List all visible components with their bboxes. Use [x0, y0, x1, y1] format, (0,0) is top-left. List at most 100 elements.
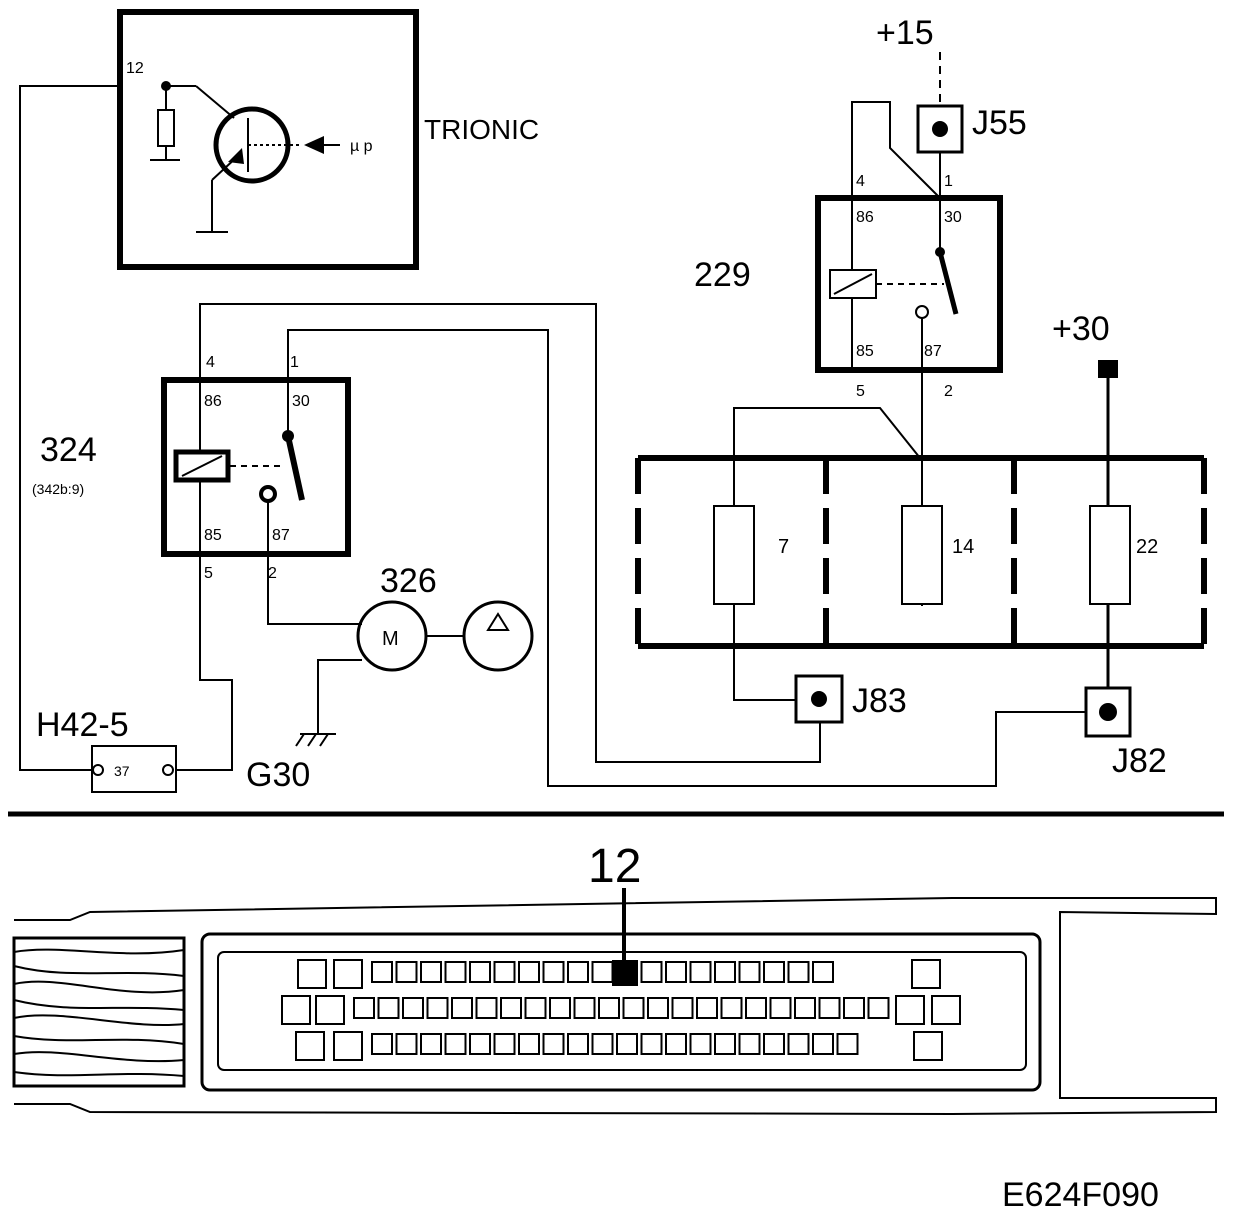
relay-324-pin-87: 87 — [272, 527, 290, 544]
wire-bundle — [12, 936, 186, 1088]
relay-324-contact-87 — [259, 485, 277, 503]
relay-229-wire-4: 4 — [856, 173, 865, 190]
resistor — [157, 109, 175, 147]
connector-pin — [420, 1033, 442, 1055]
connector-pin — [591, 1033, 614, 1055]
connector-pin — [931, 995, 961, 1025]
connector-pin — [524, 997, 547, 1019]
fuse-7-label: 7 — [778, 536, 789, 558]
relay-324-wire-4: 4 — [206, 354, 215, 371]
plus15-label: +15 — [876, 14, 934, 52]
connector-pin — [371, 961, 393, 983]
connector-pin — [281, 995, 311, 1025]
fuse-22 — [1089, 505, 1131, 605]
fuse-14 — [901, 505, 943, 605]
wire-324-87-motor — [267, 500, 362, 625]
connector-pin — [720, 997, 743, 1019]
wire-324-86-j83 — [199, 303, 821, 763]
connector-pin — [787, 961, 810, 983]
connector-pin — [616, 1033, 638, 1055]
connector-pin — [818, 997, 841, 1019]
connector-pin — [297, 959, 327, 989]
connector-pin — [377, 997, 400, 1019]
connector-pin-12 — [612, 960, 638, 986]
fuel-pump-326: M — [295, 600, 534, 747]
connector-pin — [812, 1033, 834, 1055]
relay-229-wire-5: 5 — [856, 383, 865, 400]
connector-pin-grid — [281, 959, 961, 1061]
connector-pin — [895, 995, 925, 1025]
connector-pin — [549, 997, 571, 1019]
connector-pin — [647, 997, 669, 1019]
connector-pin — [567, 1033, 589, 1055]
connector-pin — [640, 961, 663, 983]
j55-label: J55 — [972, 104, 1027, 142]
connector-pin — [333, 1031, 363, 1061]
connector-pin — [745, 997, 767, 1019]
relay-324: 4 1 86 30 85 87 5 2 — [161, 354, 351, 582]
relay-324-pin-85: 85 — [204, 527, 222, 544]
figure-code: E624F090 — [1002, 1176, 1159, 1214]
h42-box — [91, 745, 177, 793]
h42-pin-label: 37 — [114, 763, 130, 779]
wire-324-85-h42 — [176, 480, 233, 771]
connector-pin — [769, 997, 792, 1019]
trionic-label: TRIONIC — [424, 114, 539, 145]
connector-pin — [518, 1033, 540, 1055]
trionic-pin-label: 12 — [126, 60, 144, 77]
trionic-ecu: 12 µ p — [117, 9, 419, 270]
relay-324-label: 324 — [40, 431, 97, 469]
mu-p-label: µ p — [350, 138, 373, 155]
connector-pin — [395, 961, 418, 983]
connector-pin — [689, 961, 712, 983]
connector-pin — [444, 1033, 467, 1055]
connector-pin — [371, 1033, 393, 1055]
ground-g30-label: G30 — [246, 756, 310, 794]
connector-body — [200, 932, 1042, 1092]
relay-229-wire-1: 1 — [944, 173, 953, 190]
ecu-connector — [12, 888, 1217, 1116]
connector-pin — [843, 997, 865, 1019]
pump-326-label: 326 — [380, 562, 437, 600]
wire-229-86 — [851, 101, 939, 270]
connector-h42-5: 37 — [91, 745, 177, 793]
connector-pin — [469, 961, 491, 983]
motor-label: M — [382, 628, 399, 650]
connector-pin — [738, 1033, 761, 1055]
connector-pin — [333, 959, 363, 989]
connector-pin — [444, 961, 467, 983]
relay-229: 4 1 86 30 85 87 5 2 — [815, 173, 1003, 400]
connector-pin — [493, 1033, 516, 1055]
connector-pin — [787, 1033, 810, 1055]
connector-pin — [395, 1033, 418, 1055]
fuse-14-label: 14 — [952, 536, 974, 558]
connector-pin — [836, 1033, 859, 1055]
relay-324-coil — [173, 449, 231, 483]
connector-pin — [622, 997, 645, 1019]
connector-pin — [493, 961, 516, 983]
connector-pin — [420, 961, 442, 983]
pump-symbol — [462, 600, 534, 672]
connector-pin — [475, 997, 498, 1019]
relay-229-wire-2: 2 — [944, 383, 953, 400]
connector-pin — [542, 961, 565, 983]
relay-324-ref: (342b:9) — [32, 481, 84, 497]
connector-outline — [14, 897, 1217, 1116]
connector-pin — [812, 961, 834, 983]
connector-pin — [591, 961, 614, 983]
connector-pin — [402, 997, 424, 1019]
connector-pin — [573, 997, 596, 1019]
connector-pin — [640, 1033, 663, 1055]
connector-pin — [714, 1033, 736, 1055]
relay-229-label: 229 — [694, 256, 751, 294]
relay-324-pin-86: 86 — [204, 393, 222, 410]
connector-pin — [295, 1031, 325, 1061]
connector-pin — [469, 1033, 491, 1055]
wire-trionic-h42 — [19, 85, 120, 771]
connector-pin — [671, 997, 694, 1019]
fuse-22-label: 22 — [1136, 536, 1158, 558]
connector-pin — [696, 997, 718, 1019]
relay-324-pin-30: 30 — [292, 393, 310, 410]
connector-pin — [763, 961, 785, 983]
